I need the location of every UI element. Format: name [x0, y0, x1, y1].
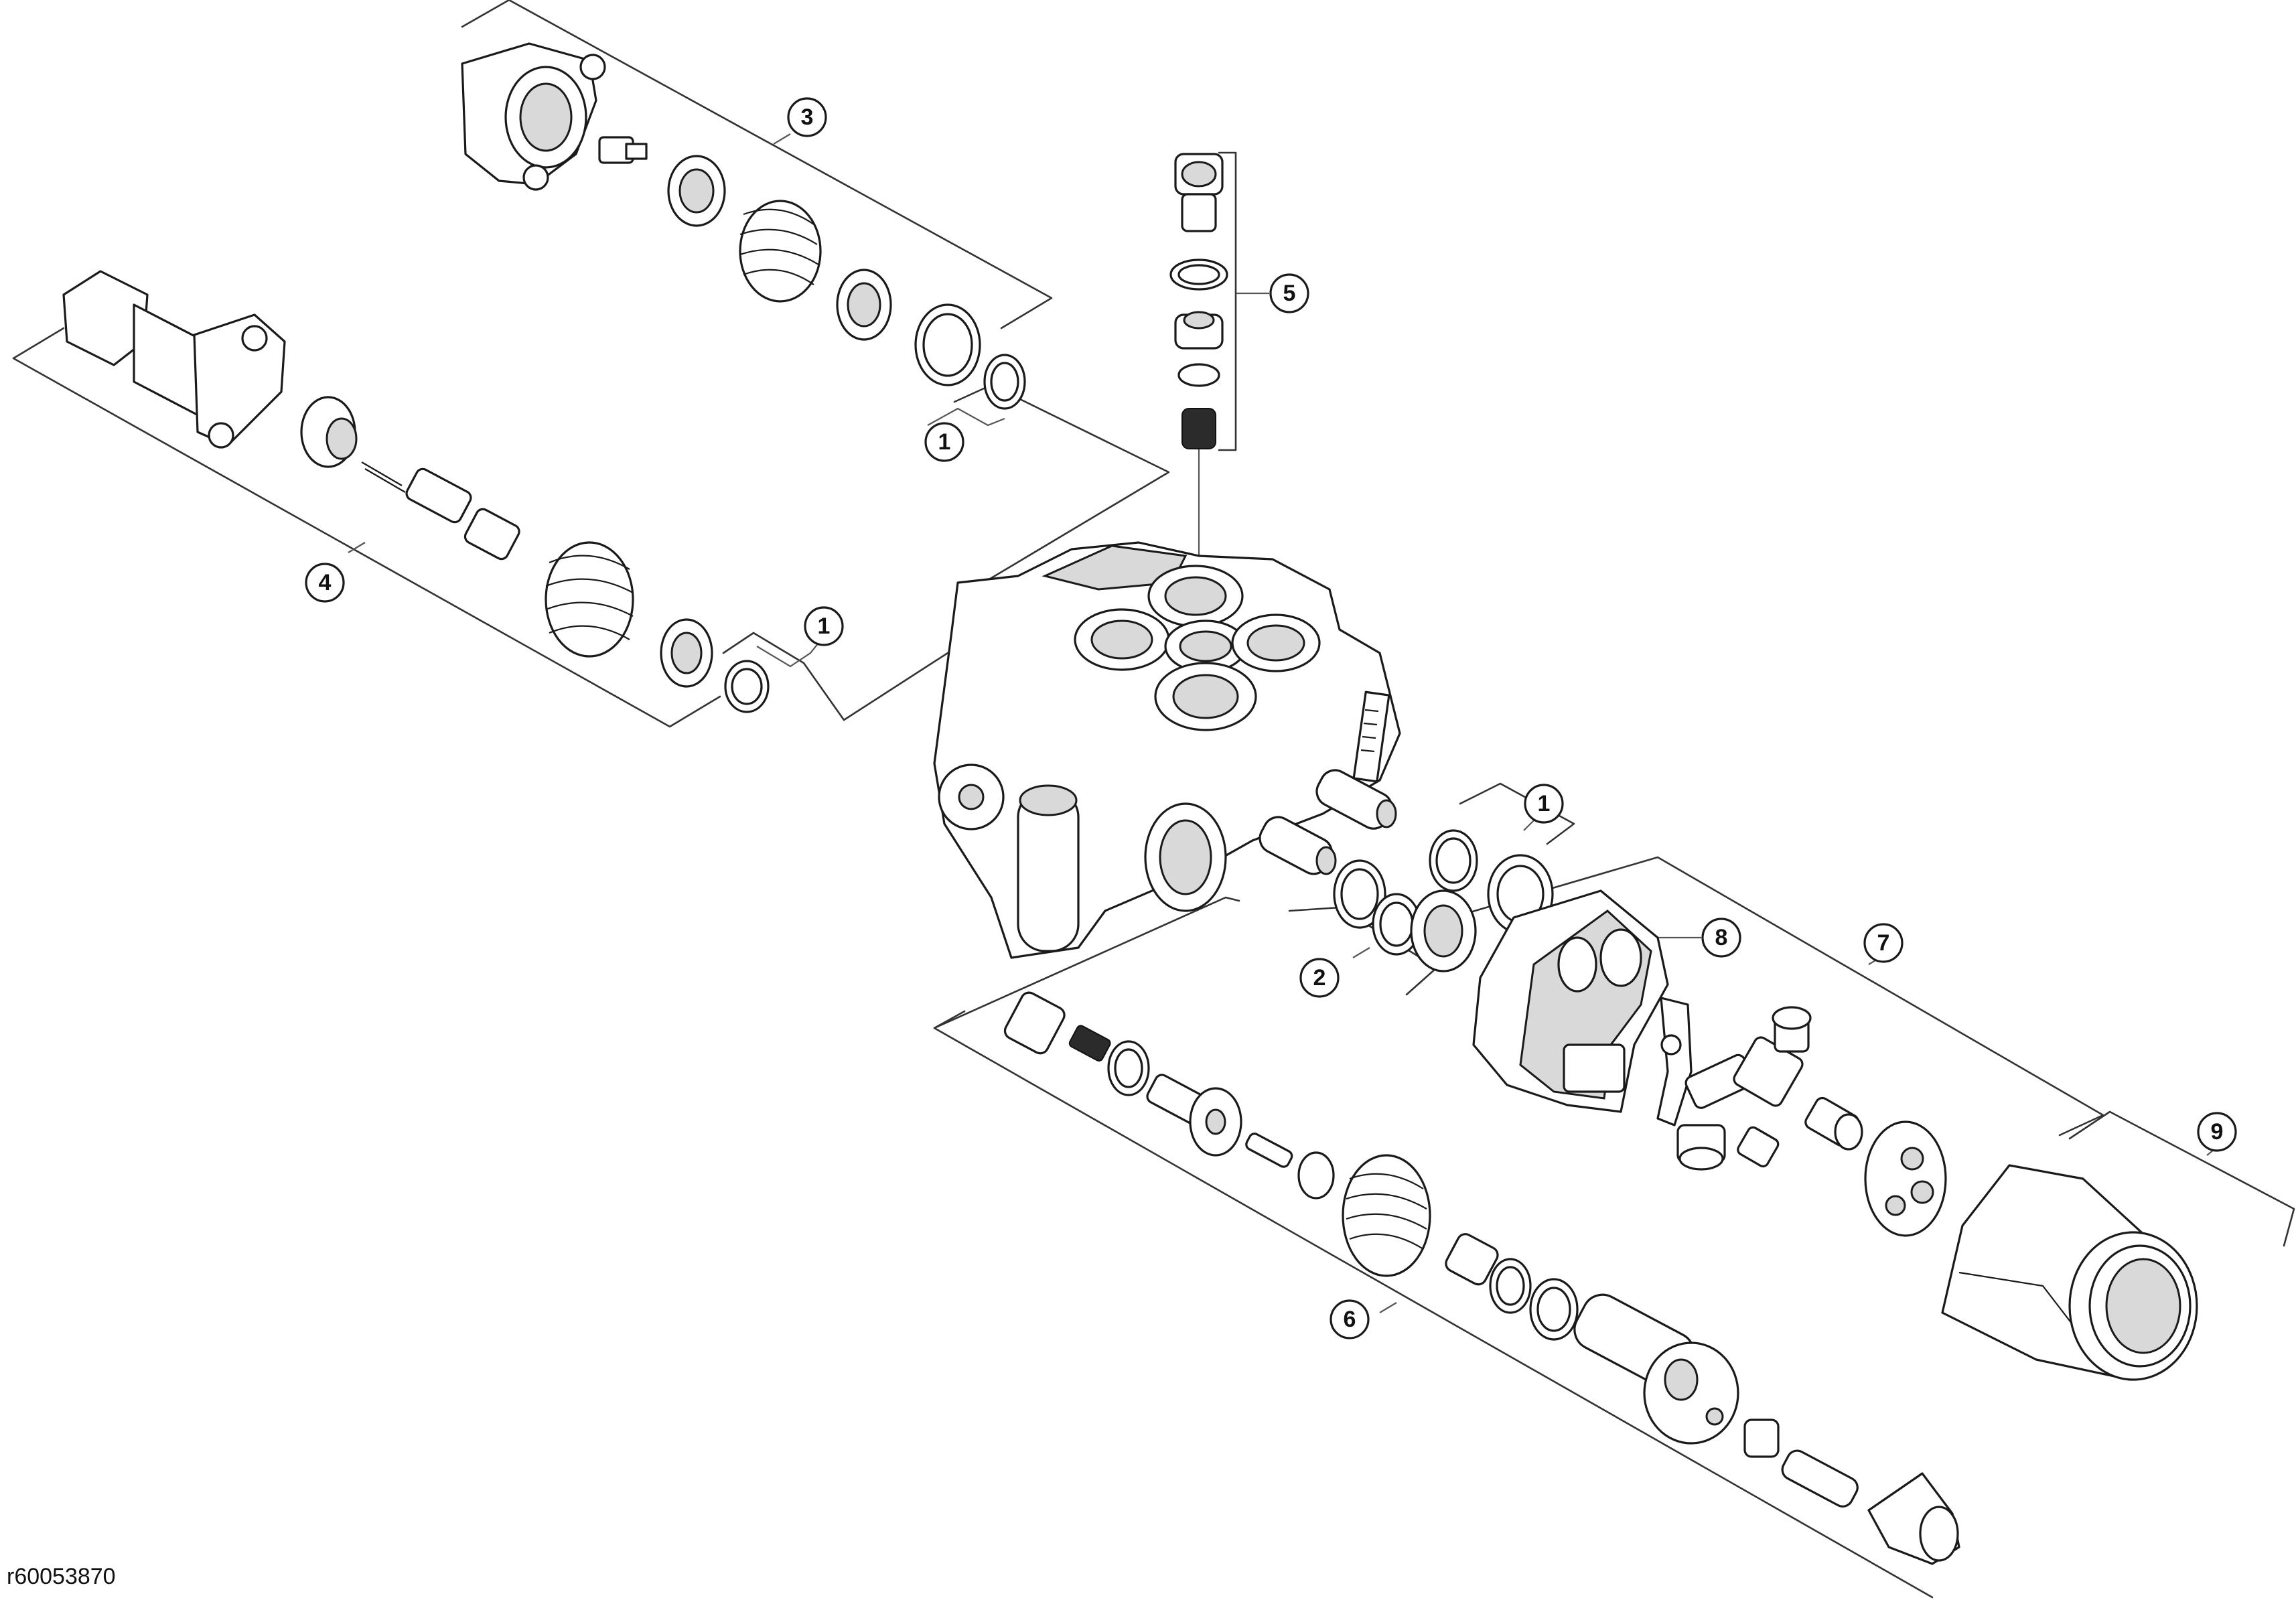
callout-3-label: 3 — [801, 104, 814, 130]
callout-1-left-label: 1 — [818, 613, 831, 639]
callout-1-left: 1 — [804, 606, 844, 646]
valve-body — [933, 541, 1401, 959]
callout-8-label: 8 — [1715, 925, 1728, 950]
group-3-parts — [461, 42, 1026, 410]
callout-1-right-label: 1 — [1538, 791, 1551, 816]
callout-4-label: 4 — [319, 570, 332, 595]
callout-7: 7 — [1863, 923, 1904, 963]
callout-7-label: 7 — [1877, 930, 1890, 956]
callout-5: 5 — [1269, 273, 1309, 313]
callout-1-right: 1 — [1524, 784, 1564, 824]
figure-reference-code: r60053870 — [7, 1564, 116, 1589]
callout-8: 8 — [1701, 918, 1741, 958]
group-9-parts — [1941, 1164, 2198, 1381]
callout-1-top: 1 — [924, 422, 964, 462]
callout-2: 2 — [1299, 958, 1340, 998]
group-4-parts — [62, 270, 770, 713]
group-5-parts — [1169, 153, 1228, 449]
callout-2-label: 2 — [1313, 965, 1326, 991]
callout-4: 4 — [305, 563, 345, 603]
callout-9-label: 9 — [2211, 1119, 2224, 1145]
group-6-parts — [1003, 991, 1960, 1565]
callout-9: 9 — [2197, 1112, 2237, 1152]
group-7-8-parts — [1472, 889, 1947, 1237]
callout-6: 6 — [1330, 1299, 1370, 1339]
callout-5-label: 5 — [1283, 281, 1296, 306]
seal-parts — [1333, 829, 1554, 972]
callout-3: 3 — [787, 97, 827, 137]
callout-1-top-label: 1 — [938, 429, 951, 455]
callout-6-label: 6 — [1344, 1307, 1356, 1332]
